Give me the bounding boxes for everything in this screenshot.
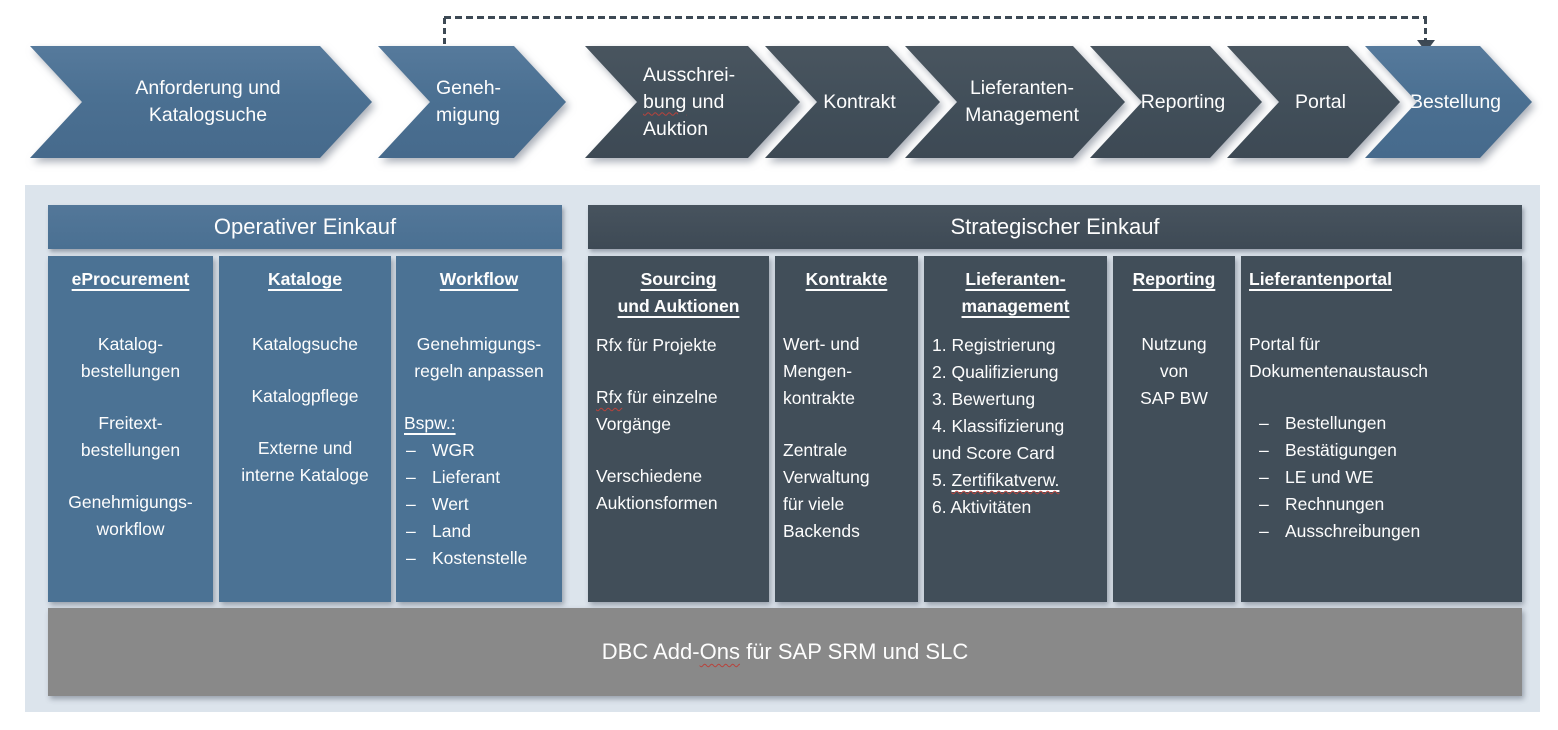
- process-step-label: Katalogsuche: [148, 104, 268, 126]
- list-item: –Bestätigungen: [1259, 437, 1514, 464]
- process-step-label: Geneh-: [436, 77, 502, 99]
- process-step-genehmigung: Geneh- migung: [378, 46, 566, 158]
- column-lieferantenportal: Lieferantenportal Portal für Dokumentena…: [1241, 256, 1522, 602]
- column-lieferantenmanagement: Lieferanten- management 1. Registrierung…: [924, 256, 1107, 602]
- column-kataloge: Kataloge Katalogsuche Katalogpflege Exte…: [219, 256, 391, 602]
- column-item: Nutzung von SAP BW: [1140, 334, 1208, 408]
- column-item: Zentrale Verwaltung für viele Backends: [783, 440, 870, 541]
- column-item: 1. Registrierung 2. Qualifizierung 3. Be…: [932, 335, 1065, 463]
- column-item: Katalogpflege: [251, 386, 359, 406]
- process-step-label: Anforderung und: [135, 77, 281, 99]
- column-item: 5. Zertifikatverw.: [932, 470, 1060, 490]
- workflow-bullet-list: –WGR –Lieferant –Wert –Land –Kostenstell…: [404, 437, 554, 572]
- process-step-label: Auktion: [643, 117, 709, 140]
- connector-line-end: [1424, 18, 1427, 40]
- dash-icon: –: [406, 548, 416, 568]
- dash-icon: –: [1259, 467, 1269, 487]
- list-item: –Wert: [406, 491, 554, 518]
- process-step-label: Reporting: [1140, 90, 1226, 113]
- process-step-reporting: Reporting: [1090, 46, 1262, 158]
- column-item: Genehmigungs- workflow: [68, 492, 193, 539]
- column-item: Portal für Dokumentenaustausch: [1249, 334, 1428, 381]
- process-step-label: Ausschrei-: [643, 63, 736, 86]
- process-step-anforderung: Anforderung und Katalogsuche: [30, 46, 372, 158]
- dash-icon: –: [1259, 413, 1269, 433]
- misspelled-word: Ons: [699, 639, 740, 664]
- column-reporting: Reporting Nutzung von SAP BW: [1113, 256, 1235, 602]
- process-step-label: Kontrakt: [823, 90, 896, 113]
- column-header: Lieferantenportal: [1249, 269, 1392, 289]
- column-item: Wert- und Mengen- kontrakte: [783, 334, 860, 408]
- column-header: Sourcing und Auktionen: [617, 269, 740, 316]
- dash-icon: –: [406, 467, 416, 487]
- column-item: Rfx für einzelne Vorgänge: [596, 387, 718, 434]
- column-item: Katalogsuche: [251, 334, 359, 354]
- process-step-label: Bestellung: [1409, 90, 1502, 113]
- connector-line-start: [443, 18, 446, 47]
- footer-banner: DBC Add-Ons für SAP SRM und SLC: [48, 608, 1522, 696]
- column-item: Verschiedene Auktionsformen: [596, 466, 718, 513]
- process-step-label: bung und: [643, 90, 725, 113]
- column-eprocurement: eProcurement Katalog- bestellungen Freit…: [48, 256, 213, 602]
- process-step-ausschreibung: Ausschrei- bung und Auktion: [585, 46, 800, 158]
- dash-icon: –: [1259, 521, 1269, 541]
- process-step-label: migung: [436, 104, 500, 126]
- list-item: –Rechnungen: [1259, 491, 1514, 518]
- column-header: Kataloge: [268, 269, 342, 289]
- dash-icon: –: [1259, 494, 1269, 514]
- column-item: Externe und interne Kataloge: [241, 438, 369, 485]
- misspelled-word: bung: [643, 90, 687, 113]
- process-step-label: Portal: [1295, 90, 1346, 113]
- process-step-label: Management: [965, 104, 1079, 126]
- process-step-label: Lieferanten-: [969, 77, 1075, 99]
- process-step-bestellung: Bestellung: [1365, 46, 1532, 158]
- section-title: Strategischer Einkauf: [950, 214, 1160, 239]
- section-header-operativer-einkauf: Operativer Einkauf: [48, 205, 562, 249]
- dash-icon: –: [406, 494, 416, 514]
- list-item: –LE und WE: [1259, 464, 1514, 491]
- underlined-term: Zertifikatverw.: [951, 470, 1059, 490]
- misspelled-word: Zertifikatverw.: [951, 470, 1060, 490]
- column-workflow: Workflow Genehmigungs- regeln anpassen B…: [396, 256, 562, 602]
- column-header: eProcurement: [71, 269, 190, 289]
- column-item: Rfx für Projekte: [596, 335, 717, 355]
- list-item: –Land: [406, 518, 554, 545]
- list-item: –Bestellungen: [1259, 410, 1514, 437]
- misspelled-word: Rfx: [596, 387, 623, 407]
- list-item: –Ausschreibungen: [1259, 518, 1514, 545]
- dash-icon: –: [406, 440, 416, 460]
- section-title: Operativer Einkauf: [213, 214, 397, 239]
- process-step-lieferanten-management: Lieferanten- Management: [905, 46, 1125, 158]
- column-header: Kontrakte: [805, 269, 888, 289]
- portal-bullet-list: –Bestellungen –Bestätigungen –LE und WE …: [1249, 410, 1514, 545]
- process-step-portal: Portal: [1227, 46, 1400, 158]
- column-item: Katalog- bestellungen: [80, 334, 181, 381]
- dash-icon: –: [1259, 440, 1269, 460]
- column-kontrakte: Kontrakte Wert- und Mengen- kontrakte Ze…: [775, 256, 918, 602]
- connector-line-horizontal: [444, 16, 1427, 19]
- column-item: Genehmigungs- regeln anpassen: [414, 334, 544, 381]
- column-item: 6. Aktivitäten: [932, 497, 1032, 517]
- list-item: –WGR: [406, 437, 554, 464]
- section-header-strategischer-einkauf: Strategischer Einkauf: [588, 205, 1522, 249]
- column-sourcing-auktionen: Sourcing und Auktionen Rfx für Projekte …: [588, 256, 769, 602]
- list-item: –Kostenstelle: [406, 545, 554, 572]
- footer-text: DBC Add-Ons für SAP SRM und SLC: [601, 639, 969, 664]
- process-step-kontrakt: Kontrakt: [765, 46, 940, 158]
- dash-icon: –: [406, 521, 416, 541]
- column-header: Lieferanten- management: [961, 269, 1070, 316]
- column-header: Reporting: [1132, 269, 1216, 289]
- list-item: –Lieferant: [406, 464, 554, 491]
- column-header: Workflow: [439, 269, 519, 289]
- example-label: Bspw.:: [404, 413, 456, 433]
- column-item: Freitext- bestellungen: [80, 413, 181, 460]
